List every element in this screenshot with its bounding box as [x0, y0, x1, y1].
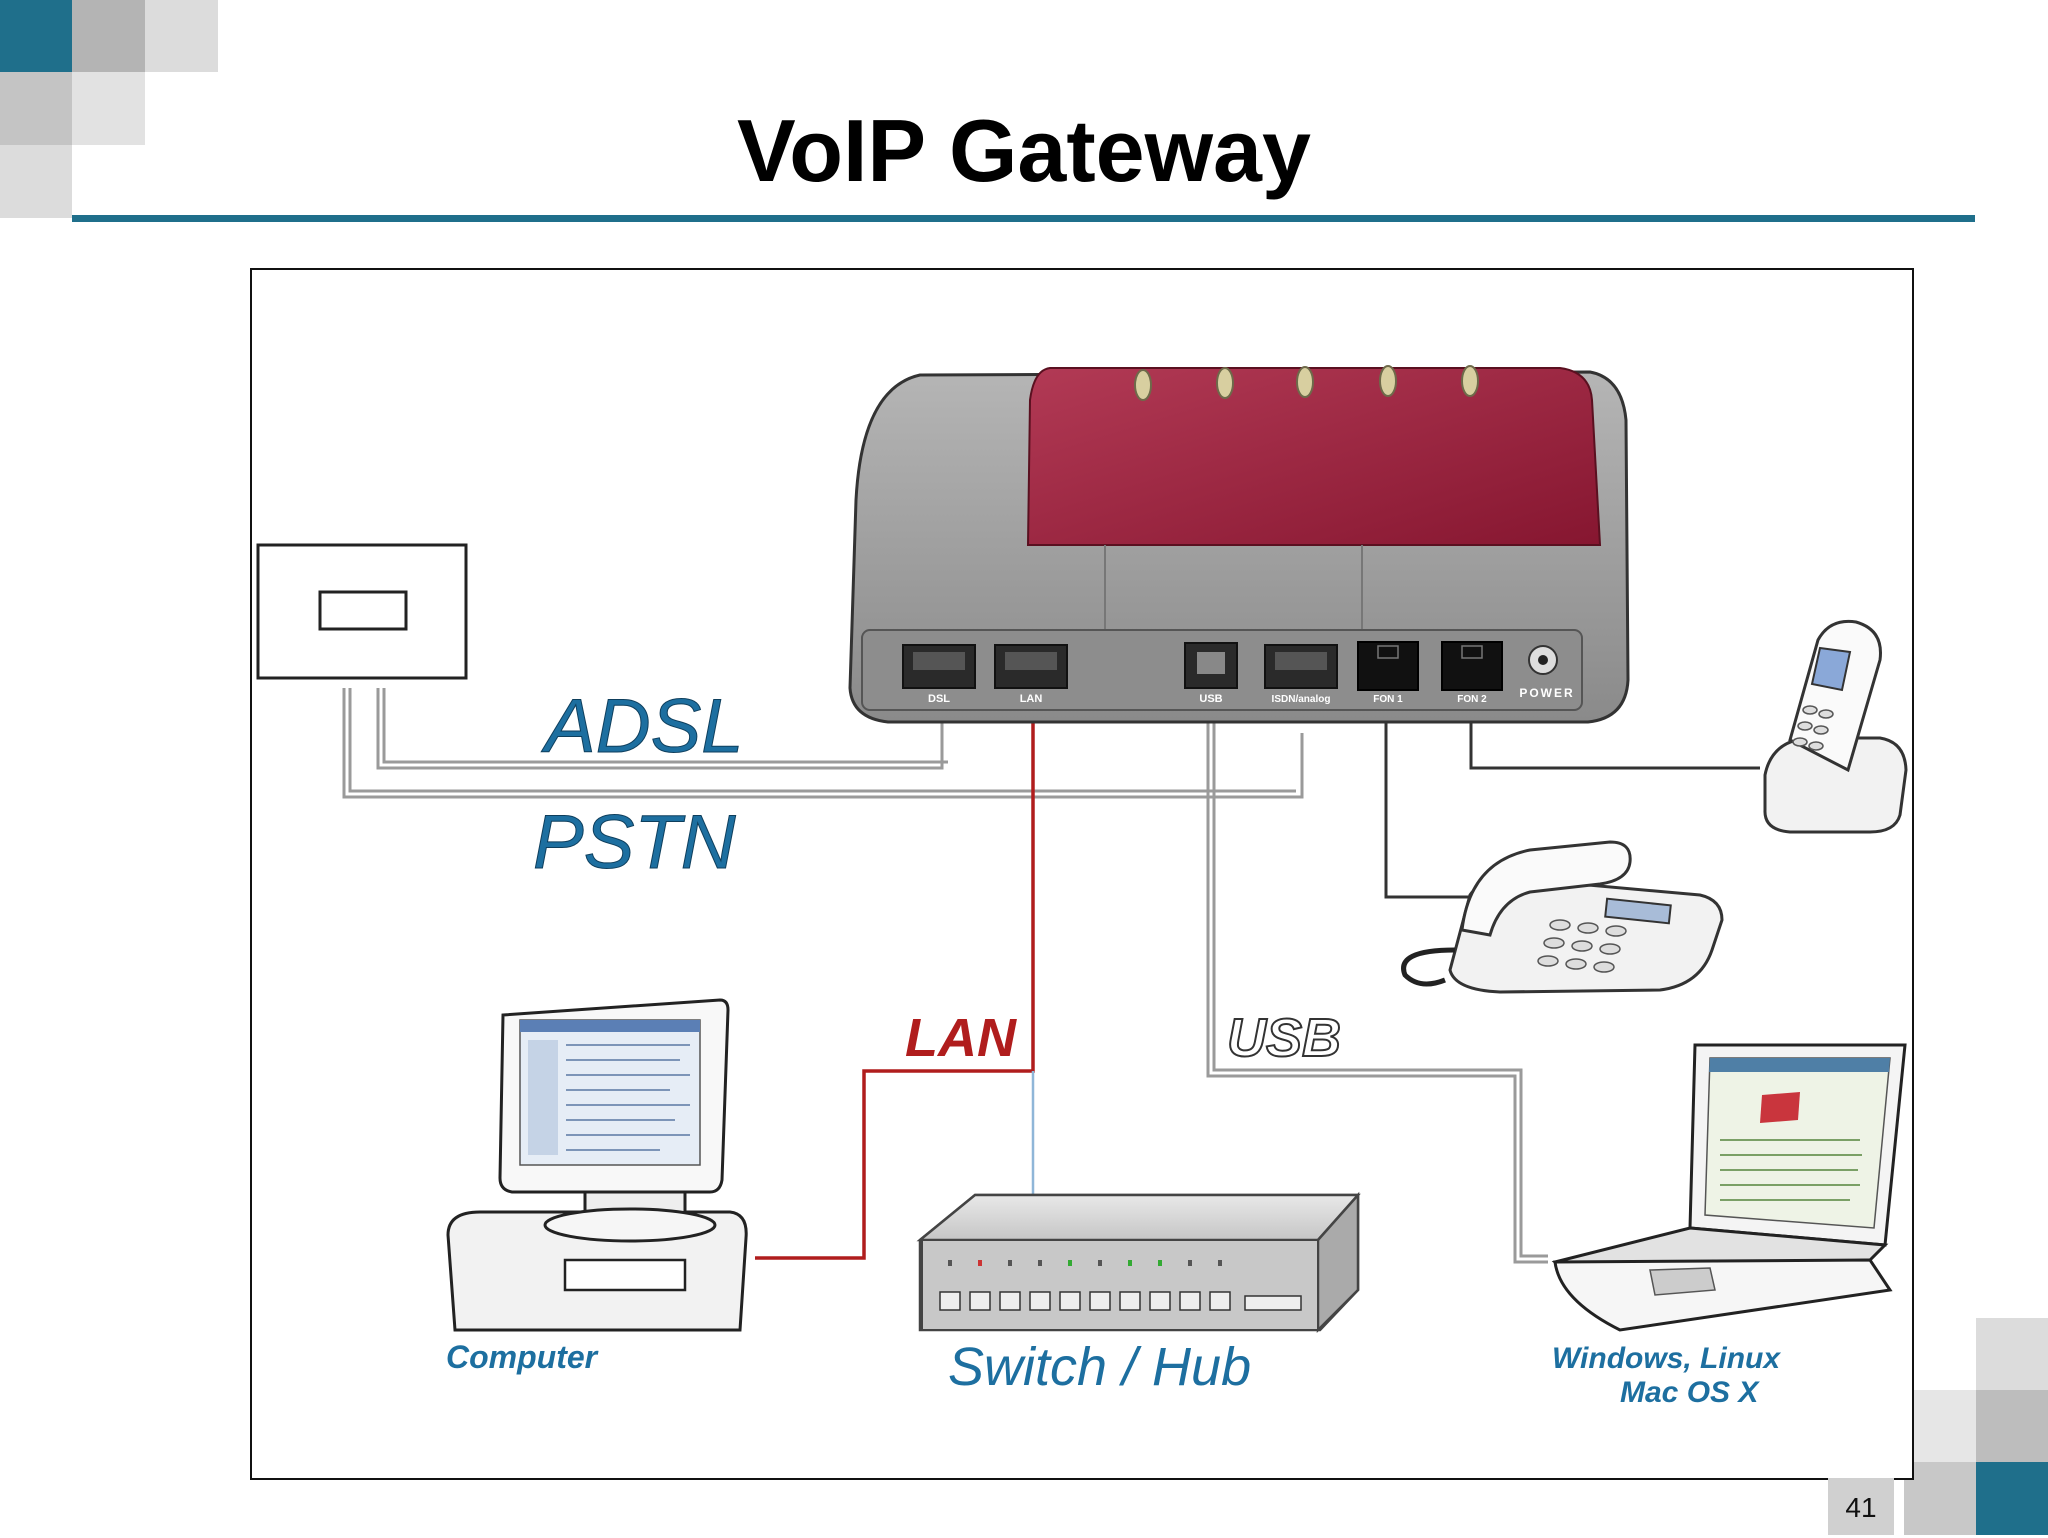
title-underline — [72, 215, 1975, 222]
lan-cable — [755, 705, 1035, 1260]
corner-square-teal — [0, 0, 72, 72]
phone-wall-jack-icon — [256, 543, 468, 680]
svg-text:LAN: LAN — [1020, 693, 1043, 705]
svg-text:FON 2: FON 2 — [1457, 694, 1487, 705]
corner-square-gray — [72, 0, 145, 72]
corner-square-light — [72, 72, 145, 145]
switch-label: Switch / Hub — [948, 1337, 1251, 1397]
corner-square-teal — [1976, 1462, 2048, 1535]
corner-square-light — [1904, 1390, 1976, 1462]
svg-text:DSL: DSL — [928, 693, 950, 705]
usb-label: USB — [1227, 1008, 1341, 1068]
router-port-lan: LAN — [994, 644, 1068, 705]
laptop-os-label-line2: Mac OS X — [1620, 1376, 1760, 1409]
desktop-computer-icon — [446, 998, 748, 1332]
svg-text:FON 1: FON 1 — [1373, 694, 1403, 705]
router-port-isdn: ISDN/analog — [1264, 644, 1338, 705]
svg-text:POWER: POWER — [1519, 686, 1574, 700]
corner-square-light — [0, 145, 72, 218]
corner-square-gray — [1904, 1462, 1976, 1535]
router-port-usb: USB — [1184, 642, 1238, 705]
cordless-phone-icon — [1763, 619, 1908, 834]
laptop-os-label-line1: Windows, Linux — [1552, 1342, 1781, 1375]
fon2-cable — [1469, 705, 1760, 770]
laptop-icon — [1551, 1043, 1907, 1332]
router-port-fon1: FON 1 — [1357, 641, 1419, 705]
lan-label: LAN — [905, 1008, 1017, 1068]
fon1-cable — [1384, 705, 1478, 899]
page-number: 41 — [1828, 1478, 1894, 1535]
svg-text:USB: USB — [1199, 693, 1222, 705]
usb-cable — [1206, 705, 1548, 1264]
adsl-label: ADSL — [541, 684, 744, 769]
slide-title: VoIP Gateway — [737, 101, 1311, 200]
pstn-cable — [342, 688, 1304, 799]
adsl-cable — [376, 688, 948, 770]
corner-square-gray — [0, 72, 72, 145]
desk-phone-icon — [1401, 840, 1724, 994]
router-power-jack: POWER — [1519, 645, 1574, 700]
corner-square-gray — [1976, 1390, 2048, 1462]
router-port-fon2: FON 2 — [1441, 641, 1503, 705]
computer-label: Computer — [446, 1339, 599, 1375]
router-icon: DSL LAN USB ISDN/analog FON 1 FON 2 — [848, 365, 1630, 724]
corner-square-light — [1976, 1318, 2048, 1390]
network-switch-icon — [916, 1191, 1361, 1334]
corner-square-light — [145, 0, 218, 72]
svg-text:ISDN/analog: ISDN/analog — [1272, 694, 1331, 705]
pstn-label: PSTN — [533, 800, 736, 885]
router-port-dsl: DSL — [902, 644, 976, 705]
